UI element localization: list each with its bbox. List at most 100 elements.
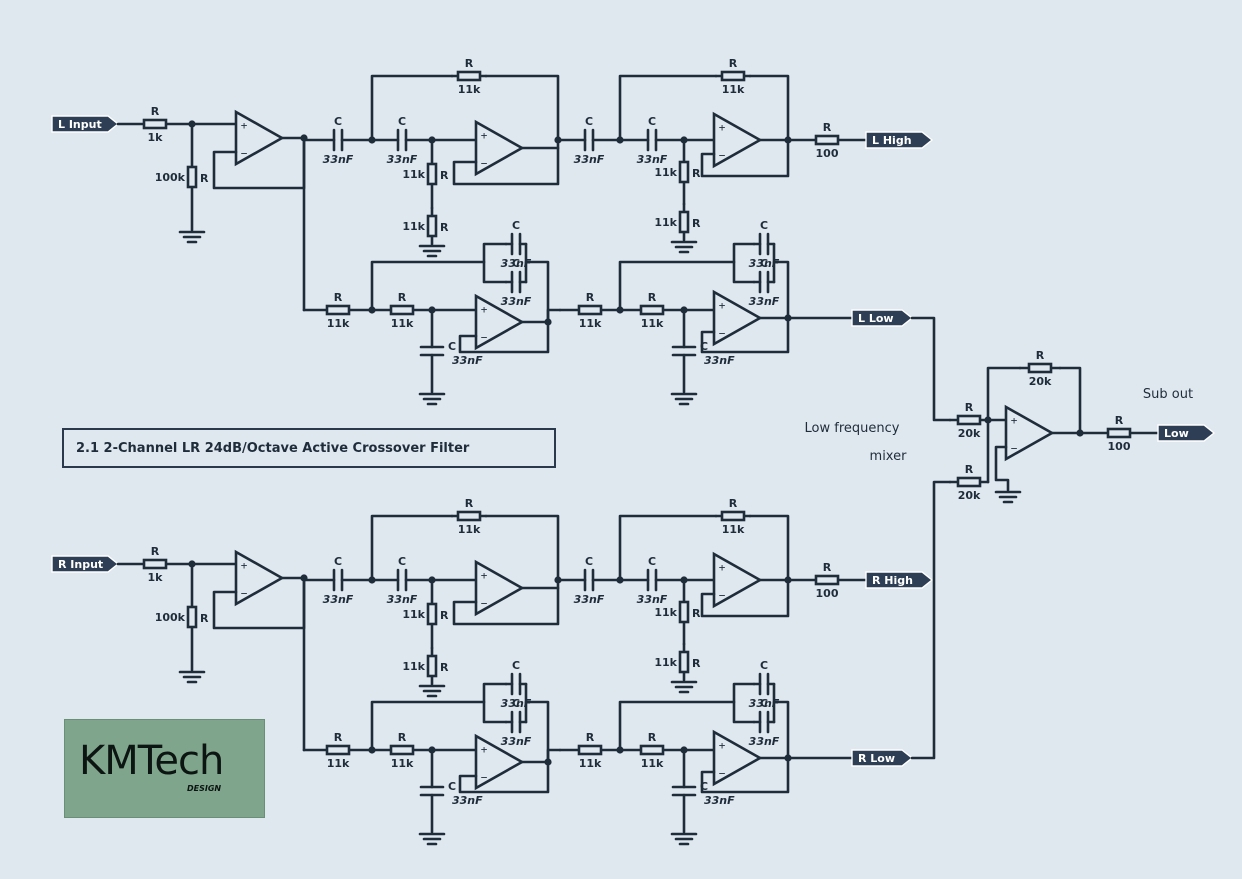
op-amp-plus-sign: + [719,739,726,752]
resistor-value-label: 11k [641,317,664,330]
l-lp2-op-amp: +− [712,289,763,347]
r-lp1-op-amp: +− [474,733,525,791]
resistor-symbol-label: R [692,217,701,230]
mixer-op-amp: +− [1004,404,1055,462]
resistor-value-label: 20k [958,489,981,502]
r-buffer-op-amp: +− [234,549,285,607]
wire [452,146,560,186]
wire [986,366,1022,422]
capacitor-symbol-label: C [334,555,342,568]
resistor-symbol-label: R [334,731,343,744]
resistor-value-label: 11k [579,757,602,770]
op-amp-plus-sign: + [719,299,726,312]
port-label: L Input [58,118,102,131]
ground-symbol [670,240,698,254]
ground-symbol [178,670,206,684]
ground-symbol [670,832,698,846]
port-label: R Low [858,752,895,765]
r-high-port: R High [865,571,934,589]
resistor-symbol-label: R [965,401,974,414]
op-amp-minus-sign: − [481,597,488,610]
l-high-port: L High [865,131,934,149]
resistor-symbol-label: R [151,545,160,558]
capacitor-value-label: 33nF [574,153,605,166]
resistor-value-label: 11k [402,660,425,673]
capacitor-value-label: 33nF [387,593,418,606]
capacitor-value-label: 33nF [501,295,532,308]
wire [484,74,560,142]
resistor-value-label: 11k [402,608,425,621]
capacitor-value-label: 33nF [749,295,780,308]
resistor-value-label: 11k [654,216,677,229]
resistor-symbol-label: R [823,561,832,574]
wire [370,700,486,752]
port-label: Low [1164,427,1189,440]
wire [748,514,790,582]
wire [700,756,790,794]
op-amp-plus-sign: + [481,569,488,582]
resistor-symbol-label: R [200,612,209,625]
wire [772,260,790,320]
ground-symbol [178,230,206,244]
wire [520,136,560,150]
resistor-symbol-label: R [692,657,701,670]
l-hp2-resistor-b: R 11k [654,202,701,242]
resistor-value-label: 11k [579,317,602,330]
capacitor-symbol-label: C [760,659,768,672]
l-hp2-op-amp: +− [712,111,763,169]
op-amp-minus-sign: − [1011,442,1018,455]
capacitor-value-label: 33nF [574,593,605,606]
wire [732,682,756,724]
capacitor-symbol-label: C [648,115,656,128]
l-hp1-op-amp: +− [474,119,525,177]
wire [910,316,952,422]
ground-symbol [994,490,1022,504]
resistor-value-label: 11k [641,757,664,770]
op-amp-minus-sign: − [241,587,248,600]
ground-symbol [670,392,698,406]
resistor-value-label: 20k [1029,375,1052,388]
resistor-value-label: 11k [458,83,481,96]
port-label: R Input [58,558,103,571]
wire [618,700,736,752]
wire [748,74,790,142]
capacitor-value-label: 33nF [323,153,354,166]
capacitor-symbol-label: C [334,115,342,128]
capacitor-symbol-label: C [760,219,768,232]
low-port: Low [1157,424,1216,442]
wire [482,242,508,284]
capacitor-symbol-label: C [512,659,520,672]
l-low-port: L Low [851,309,914,327]
op-amp-plus-sign: + [481,129,488,142]
resistor-value-label: 11k [654,166,677,179]
wire [1058,366,1082,435]
capacitor-value-label: 33nF [501,257,532,270]
l-input-port: L Input [51,115,120,133]
resistor-value-label: 11k [722,83,745,96]
capacitor-value-label: 33nF [704,794,735,807]
op-amp-minus-sign: − [719,589,726,602]
resistor-symbol-label: R [465,497,474,510]
op-amp-plus-sign: + [481,303,488,316]
